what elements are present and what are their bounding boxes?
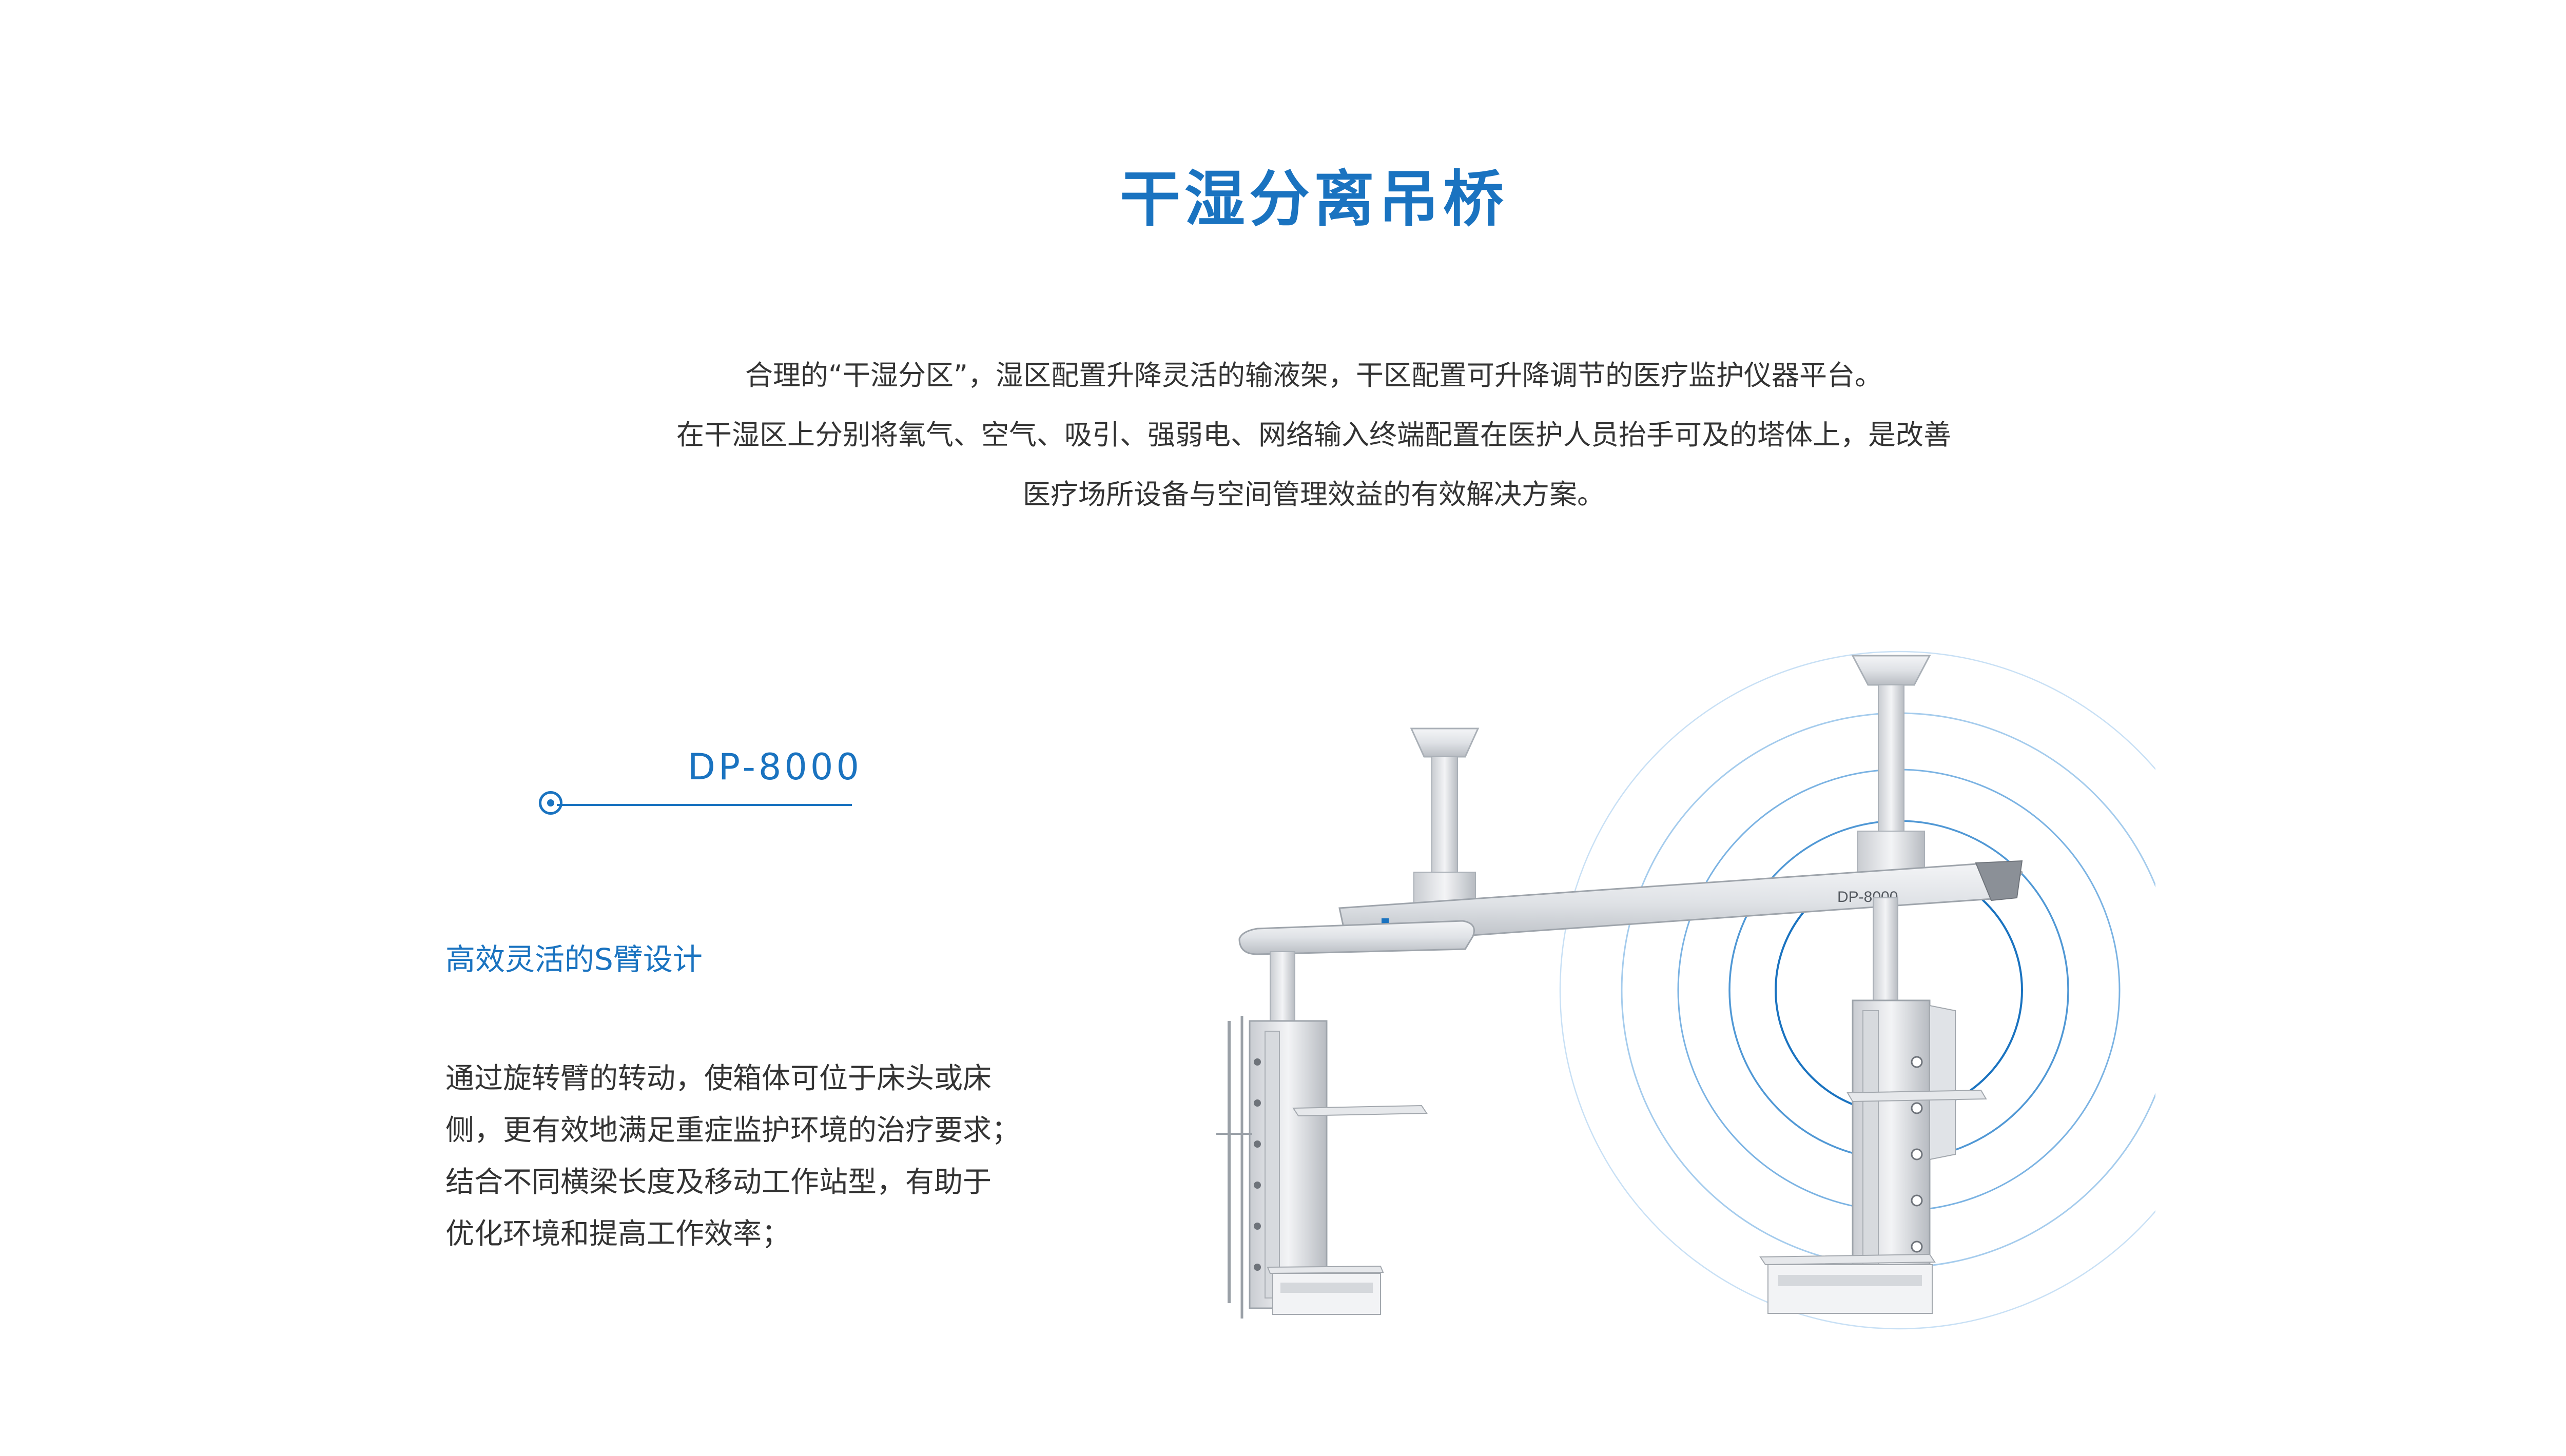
model-underline bbox=[557, 804, 852, 806]
pendant-bridge-image: DP-8000 bbox=[1216, 651, 2155, 1330]
product-illustration: DP-8000 bbox=[1180, 621, 2155, 1390]
wet-zone-tower bbox=[1216, 1016, 1428, 1319]
target-dot-icon bbox=[539, 791, 562, 815]
intro-line: 在干湿区上分别将氧气、空气、吸引、强弱电、网络输入终端配置在医护人员抬手可及的塔… bbox=[676, 419, 1951, 451]
intro-line: 医疗场所设备与空间管理效益的有效解决方案。 bbox=[1023, 478, 1605, 510]
ceiling-mount-right bbox=[1851, 655, 1931, 873]
feature-title: 高效灵活的S臂设计 bbox=[445, 942, 703, 977]
feature-line: 优化环境和提高工作效率； bbox=[445, 1217, 790, 1251]
s-arm bbox=[1238, 897, 1898, 1024]
page-title: 干湿分离吊桥 bbox=[1119, 164, 1508, 234]
model-label: DP-8000 bbox=[688, 746, 862, 788]
intro-paragraph: 合理的“干湿分区”，湿区配置升降灵活的输液架，干区配置可升降调节的医疗监护仪器平… bbox=[462, 346, 2166, 524]
feature-line: 通过旋转臂的转动，使箱体可位于床头或床 bbox=[445, 1062, 992, 1095]
feature-line: 侧，更有效地满足重症监护环境的治疗要求； bbox=[445, 1114, 1020, 1147]
feature-line: 结合不同横梁长度及移动工作站型，有助于 bbox=[445, 1166, 992, 1199]
intro-line: 合理的“干湿分区”，湿区配置升降灵活的输液架，干区配置可升降调节的医疗监护仪器平… bbox=[745, 359, 1882, 391]
ceiling-mount-left bbox=[1410, 727, 1480, 914]
feature-description: 通过旋转臂的转动，使箱体可位于床头或床 侧，更有效地满足重症监护环境的治疗要求；… bbox=[445, 1053, 1113, 1260]
dry-zone-tower bbox=[1759, 999, 1987, 1314]
